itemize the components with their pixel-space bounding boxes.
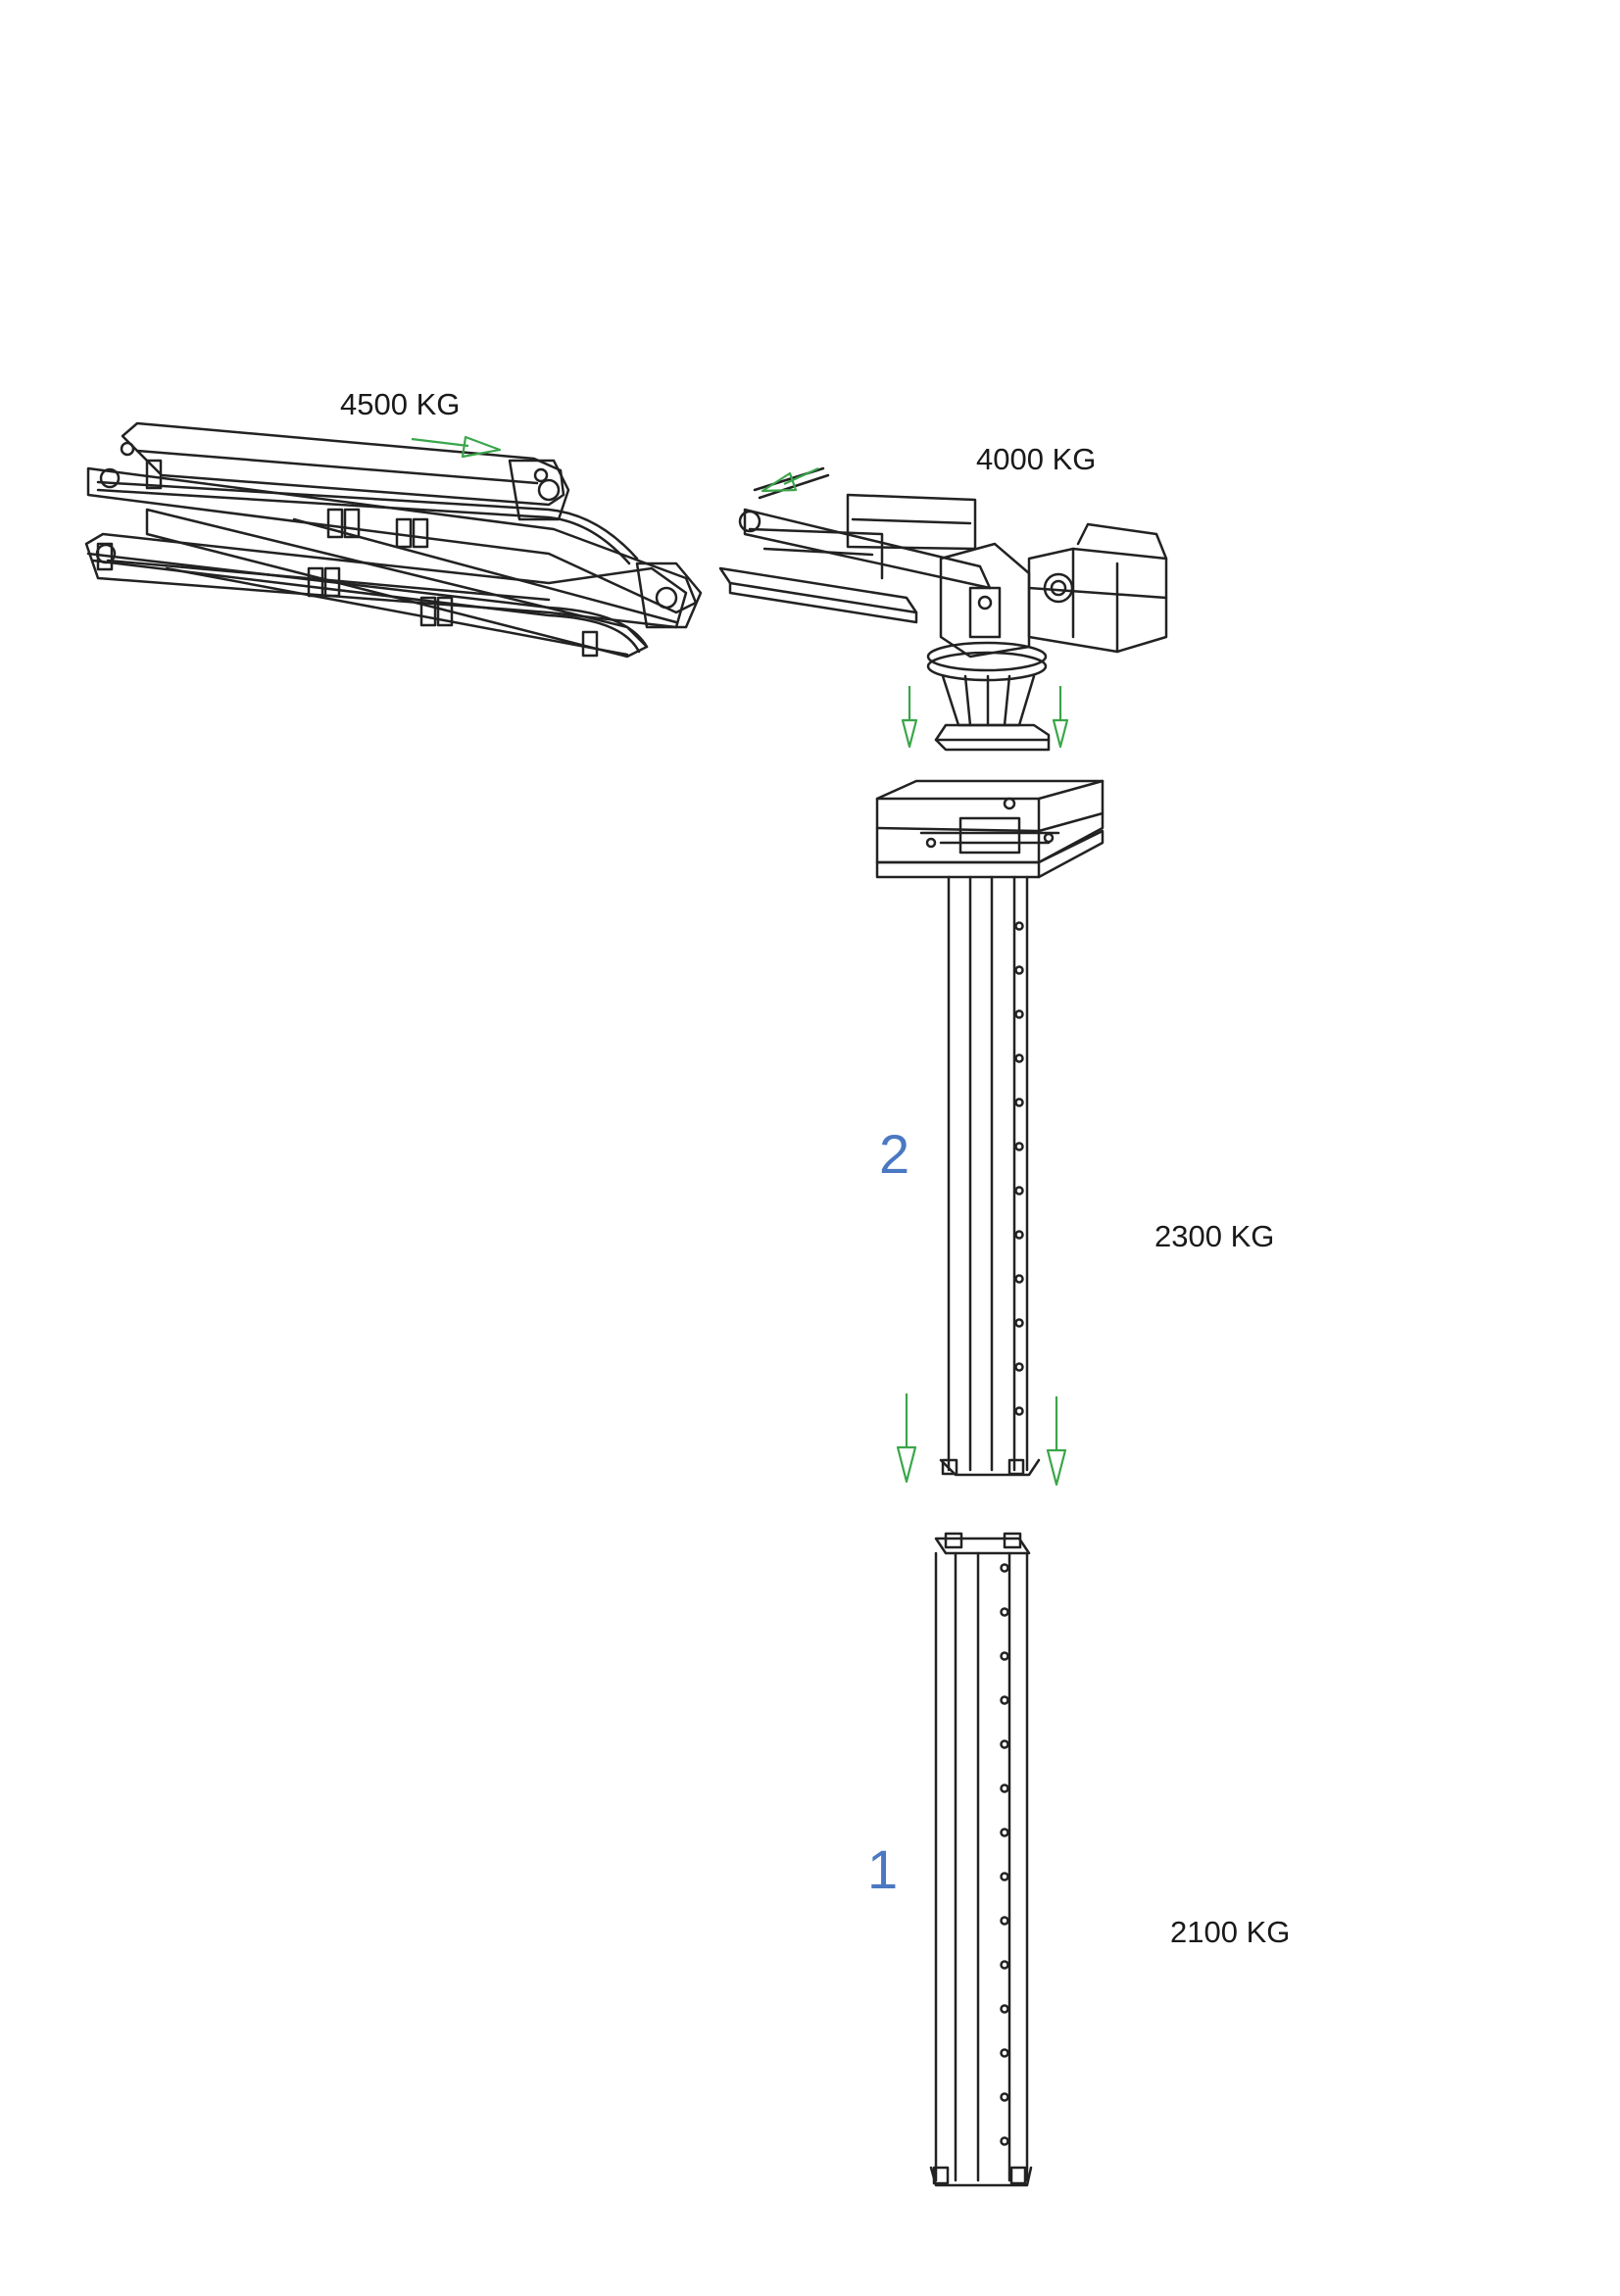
turret-down-arrow-right (1052, 686, 1069, 749)
column-section-lower (929, 1532, 1033, 2187)
turret-direction-arrow (761, 466, 819, 493)
folded-boom (84, 421, 703, 659)
connection-box (875, 779, 1105, 879)
column-lower-bolt-holes (1000, 1563, 1009, 2146)
turret-down-arrow-left (901, 686, 918, 749)
column-section-upper (939, 875, 1041, 1477)
section-number-upper: 2 (879, 1123, 910, 1185)
boom-weight-label: 4500 KG (340, 387, 461, 421)
turret-weight-label: 4000 KG (976, 442, 1097, 476)
column-upper-bolt-holes (1014, 921, 1024, 1416)
column-lower-weight-label: 2100 KG (1170, 1915, 1291, 1949)
turret-assembly (718, 466, 1168, 752)
column-upper-weight-label: 2300 KG (1154, 1219, 1275, 1253)
boom-direction-arrow (411, 435, 502, 459)
section-number-lower: 1 (867, 1838, 899, 1900)
column-down-arrow-right (1046, 1396, 1067, 1487)
column-down-arrow-left (896, 1393, 917, 1484)
